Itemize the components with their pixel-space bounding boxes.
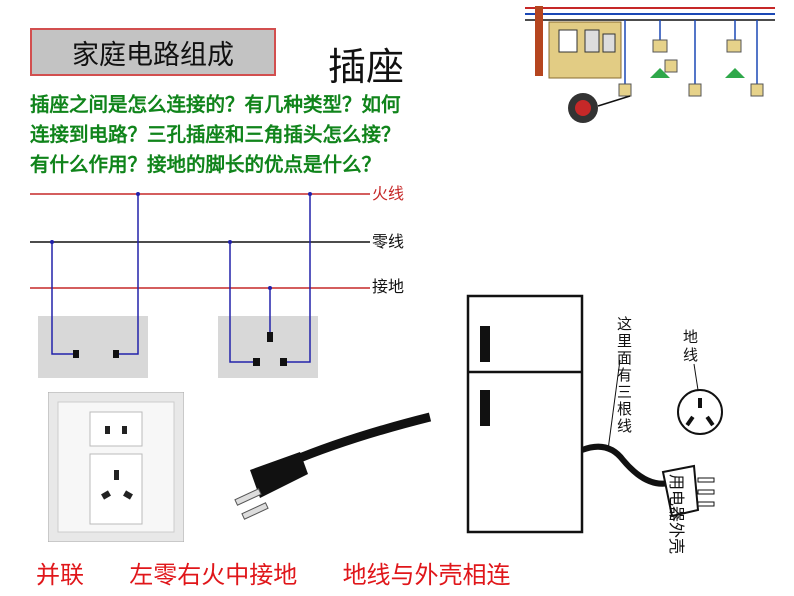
question-line-2: 连接到电路？三孔插座和三角插头怎么接？ xyxy=(30,123,401,146)
wall-socket-panel xyxy=(48,392,184,542)
question-line-3: 有什么作用？接地的脚长的优点是什么？ xyxy=(30,153,382,176)
power-cord xyxy=(580,443,674,487)
refrigerator-diagram xyxy=(466,294,723,534)
caption-ground-shell: 地线与外壳相连 xyxy=(342,561,511,589)
two-hole-socket xyxy=(38,316,148,378)
fridge-note: 这 里 面 有 三 根 线 xyxy=(617,315,633,435)
page-heading: 插座 xyxy=(328,45,405,89)
two-pin-plug xyxy=(234,412,432,520)
question-line-1: 插座之间是怎么连接的？有几种类型？如何 xyxy=(30,93,401,116)
wall-brick-column xyxy=(535,6,543,76)
socket-wiring-diagram: 火线 零线 接地 xyxy=(30,184,404,378)
lamp-shades xyxy=(650,68,745,78)
section-title: 家庭电路组成 xyxy=(72,39,234,71)
ground-note: 地 线 xyxy=(683,328,699,364)
bottom-caption: 并联 左零右火中接地 地线与外壳相连 xyxy=(36,555,511,590)
three-hole-socket xyxy=(218,316,318,378)
house-wiring-illustration xyxy=(525,6,775,123)
question-block: 插座之间是怎么连接的？有几种类型？如何 连接到电路？三孔插座和三角插头怎么接？ … xyxy=(30,90,550,180)
socket-drop-wires xyxy=(51,194,311,363)
three-pin-plug xyxy=(661,464,715,518)
caption-wiring-rule: 左零右火中接地 xyxy=(129,561,298,589)
ground-wire-label: 接地 xyxy=(372,277,404,296)
three-hole-face xyxy=(677,389,723,435)
appliance-shell-note: 用电器外壳 xyxy=(667,474,686,555)
caption-parallel: 并联 xyxy=(36,561,84,589)
section-title-box: 家庭电路组成 xyxy=(30,28,276,76)
live-wire-label: 火线 xyxy=(372,184,404,203)
neutral-wire-label: 零线 xyxy=(372,232,404,251)
